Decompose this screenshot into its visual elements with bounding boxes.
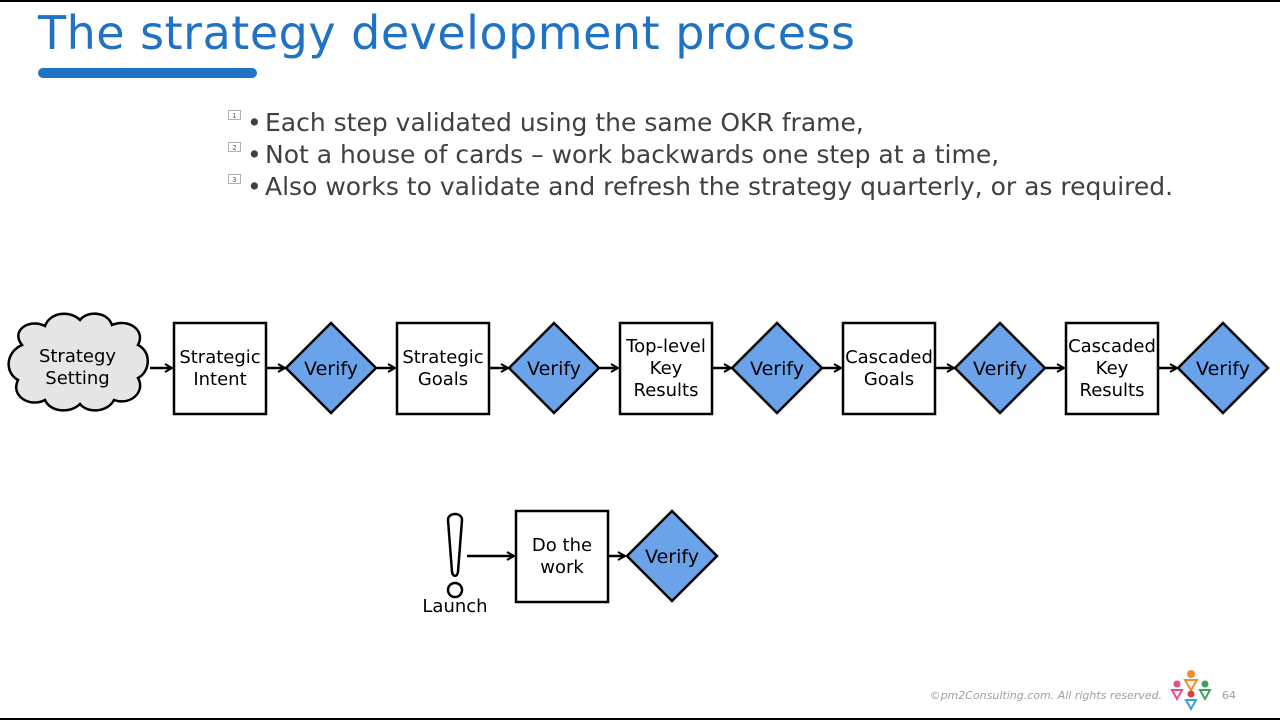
page-number: 64 — [1222, 689, 1236, 702]
step-label: Cascaded Goals — [845, 346, 933, 390]
strategy-setting-label: Strategy Setting — [38, 346, 117, 389]
title-underline — [38, 68, 257, 78]
step-box — [841, 321, 937, 416]
step-box — [618, 321, 714, 416]
bullet-number: 1 — [228, 110, 241, 120]
verify-label: Verify — [750, 357, 804, 380]
top-border — [0, 0, 1280, 2]
company-logo — [1170, 670, 1212, 712]
bullet-dot-icon: • — [247, 140, 262, 169]
verify-diamond — [625, 509, 719, 603]
bullet-dot-icon: • — [247, 172, 262, 201]
verify-label: Verify — [973, 357, 1027, 380]
do-the-work-box — [514, 509, 610, 604]
verify-diamond — [1176, 321, 1270, 415]
bullet-dot-icon: • — [247, 108, 262, 137]
bullet-text: Also works to validate and refresh the s… — [265, 172, 1174, 201]
verify-diamond — [953, 321, 1047, 415]
verify-diamond — [284, 321, 378, 415]
exclamation-dot-icon — [446, 581, 464, 599]
step-box — [1064, 321, 1160, 416]
verify-label: Verify — [645, 545, 699, 568]
do-the-work-label: Do the work — [531, 534, 593, 578]
page-title: The strategy development process — [38, 6, 856, 60]
copyright-footer: ©pm2Consulting.com. All rights reserved. — [929, 689, 1162, 702]
bullet-text: Each step validated using the same OKR f… — [265, 108, 864, 137]
strategy-setting-cloud — [7, 312, 149, 412]
step-label: Top-level Key Results — [626, 335, 706, 401]
step-box — [395, 321, 491, 416]
verify-diamond — [507, 321, 601, 415]
step-label: Strategic Goals — [402, 346, 484, 390]
bullet-text: Not a house of cards – work backwards on… — [265, 140, 1000, 169]
step-label: Cascaded Key Results — [1068, 335, 1156, 401]
exclamation-icon — [446, 512, 464, 577]
verify-label: Verify — [527, 357, 581, 380]
verify-diamond — [730, 321, 824, 415]
bottom-border — [0, 718, 1280, 720]
step-box — [172, 321, 268, 416]
verify-label: Verify — [304, 357, 358, 380]
step-label: Strategic Intent — [179, 346, 261, 390]
launch-label: Launch — [422, 596, 488, 617]
verify-label: Verify — [1196, 357, 1250, 380]
bullet-number: 2 — [228, 142, 241, 152]
bullet-number: 3 — [228, 174, 241, 184]
